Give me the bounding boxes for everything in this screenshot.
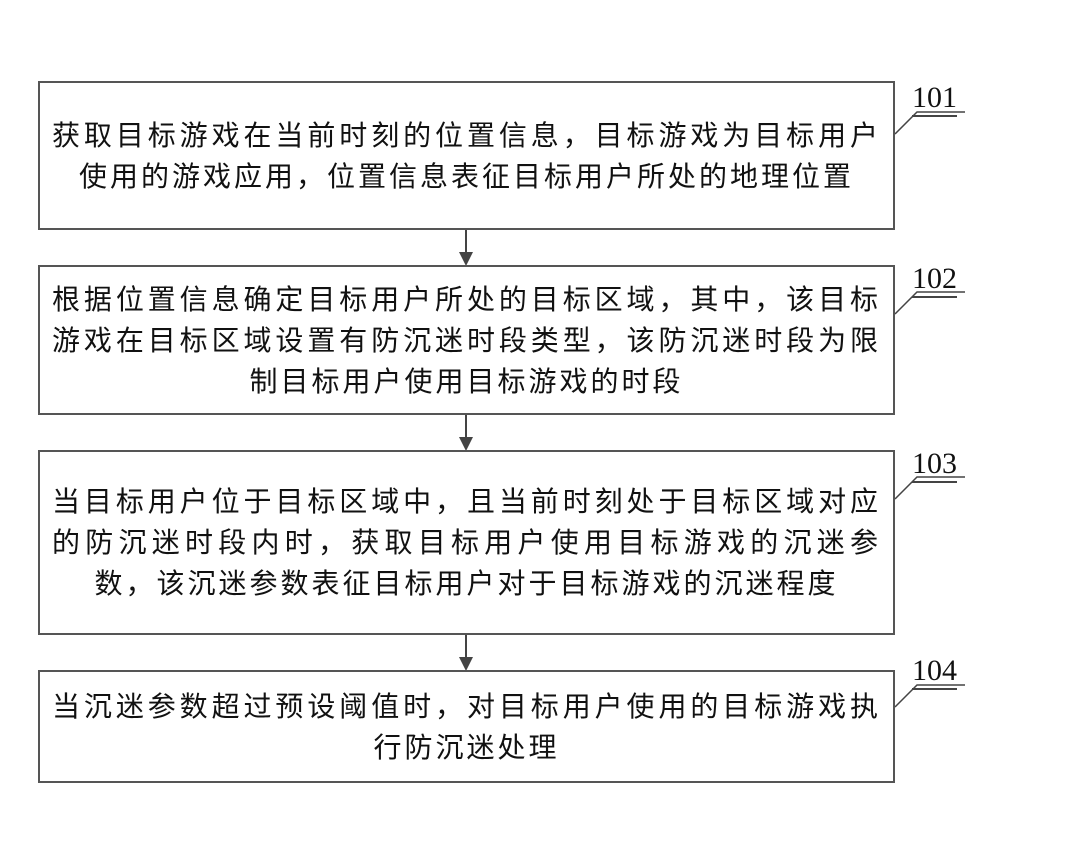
arrow-101-to-102 bbox=[459, 230, 473, 266]
step-label-102: 102 bbox=[912, 264, 957, 298]
step-box-103: 当目标用户位于目标区域中，且当前时刻处于目标区域对应的防沉迷时段内时，获取目标用… bbox=[38, 450, 895, 635]
step-box-102: 根据位置信息确定目标用户所处的目标区域，其中，该目标游戏在目标区域设置有防沉迷时… bbox=[38, 265, 895, 415]
arrow-head bbox=[459, 437, 473, 451]
arrow-head bbox=[459, 252, 473, 266]
step-text-101: 获取目标游戏在当前时刻的位置信息，目标游戏为目标用户使用的游戏应用，位置信息表征… bbox=[52, 118, 881, 193]
step-box-101: 获取目标游戏在当前时刻的位置信息，目标游戏为目标用户使用的游戏应用，位置信息表征… bbox=[38, 81, 895, 230]
step-text-103: 当目标用户位于目标区域中，且当前时刻处于目标区域对应的防沉迷时段内时，获取目标用… bbox=[52, 485, 881, 600]
step-text-104: 当沉迷参数超过预设阈值时，对目标用户使用的目标游戏执行防沉迷处理 bbox=[52, 689, 881, 764]
step-label-101: 101 bbox=[912, 83, 957, 117]
arrow-head bbox=[459, 657, 473, 671]
step-text-102: 根据位置信息确定目标用户所处的目标区域，其中，该目标游戏在目标区域设置有防沉迷时… bbox=[52, 282, 881, 398]
arrow-103-to-104 bbox=[459, 635, 473, 671]
step-label-104: 104 bbox=[912, 656, 957, 690]
step-box-104: 当沉迷参数超过预设阈值时，对目标用户使用的目标游戏执行防沉迷处理 bbox=[38, 670, 895, 783]
step-label-103: 103 bbox=[912, 449, 957, 483]
arrow-102-to-103 bbox=[459, 415, 473, 451]
